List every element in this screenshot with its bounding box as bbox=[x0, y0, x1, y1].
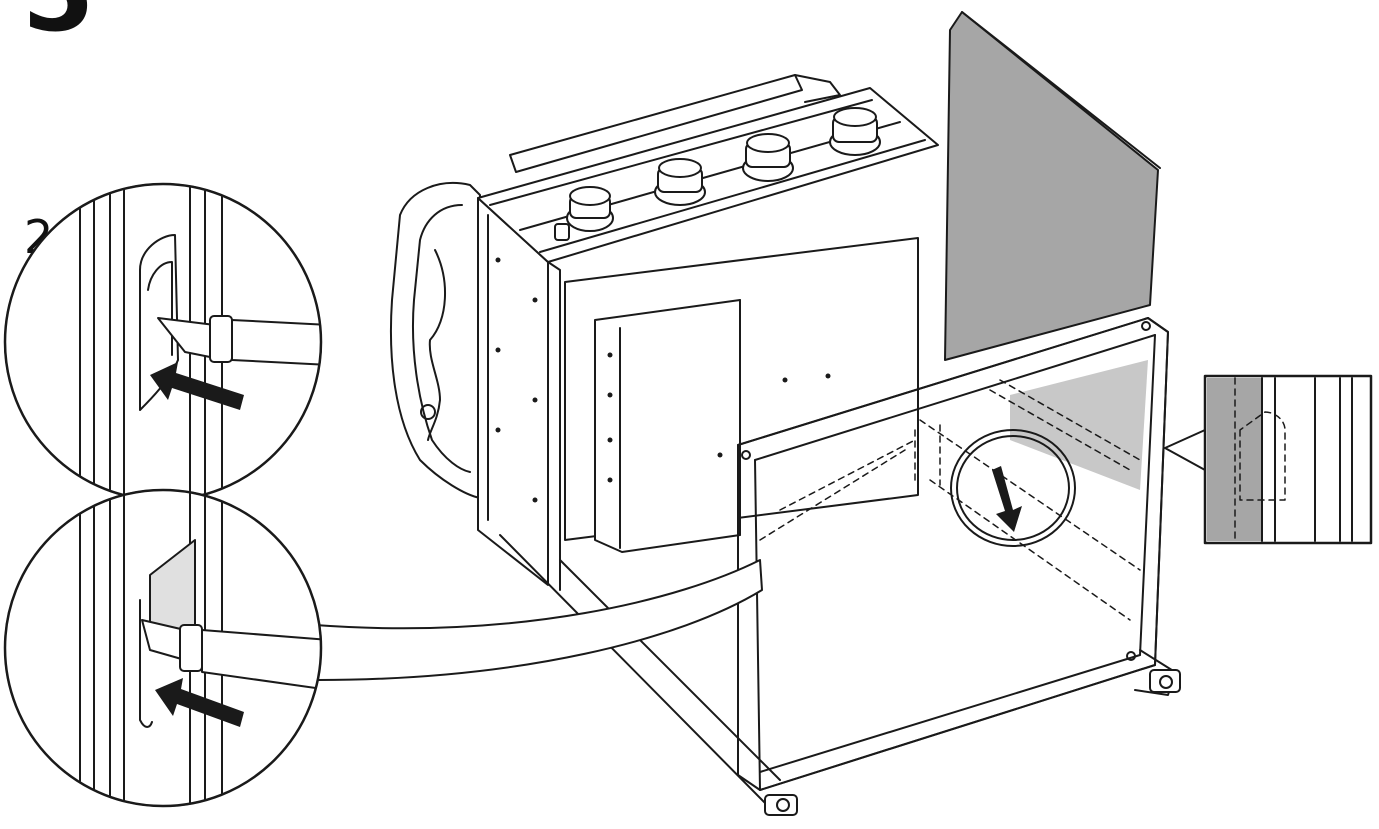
step-number: 5 bbox=[22, 0, 94, 46]
screwdriver-icon bbox=[158, 316, 320, 365]
screwdriver-icon bbox=[142, 620, 320, 690]
side-cover-inner bbox=[413, 205, 470, 472]
arrow-down-icon bbox=[992, 466, 1022, 532]
control-knobs bbox=[555, 108, 880, 240]
heater-unit bbox=[391, 75, 938, 590]
arrow-push-icon bbox=[150, 362, 244, 410]
callout-connector bbox=[315, 560, 762, 680]
zoom-detail-bottom bbox=[5, 490, 330, 810]
hook-outline bbox=[1240, 412, 1285, 500]
detail-box bbox=[1165, 376, 1371, 543]
inner-panel bbox=[595, 300, 740, 552]
rear-panel bbox=[945, 12, 1158, 360]
side-cover bbox=[391, 183, 480, 498]
arrow-push-icon bbox=[155, 678, 244, 727]
cover-knob bbox=[421, 405, 435, 419]
front-frame bbox=[500, 318, 1180, 815]
detail-circle bbox=[951, 430, 1075, 546]
foot bbox=[1150, 670, 1180, 692]
foot bbox=[765, 795, 797, 815]
zoom-detail-top bbox=[5, 180, 330, 510]
back-rail bbox=[510, 75, 802, 172]
